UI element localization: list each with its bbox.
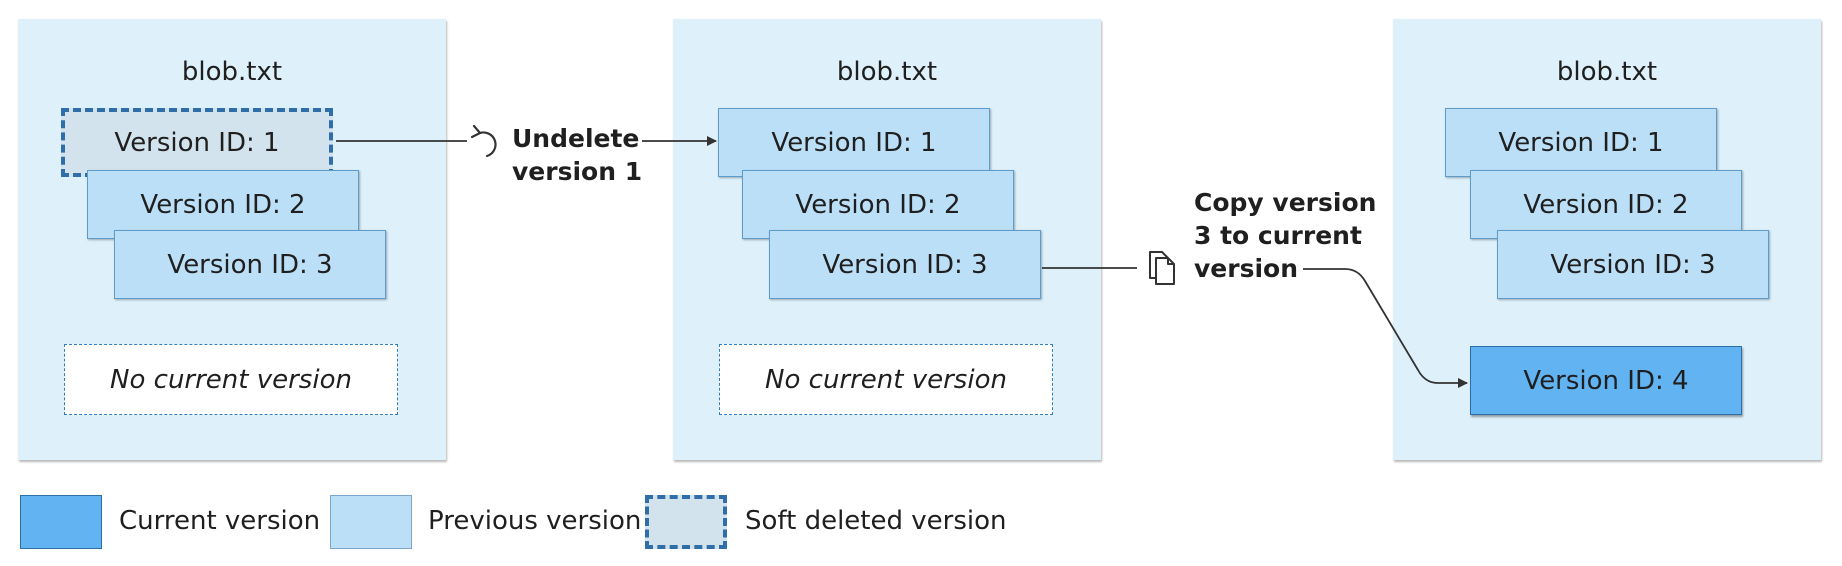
legend-label-current: Current version — [119, 506, 321, 536]
legend-swatch-previous — [330, 495, 412, 549]
version-box-4-current: Version ID: 4 — [1470, 346, 1742, 415]
legend-label-soft-deleted: Soft deleted version — [745, 506, 1007, 536]
version-box-2-previous: Version ID: 2 — [87, 170, 359, 239]
panel-title: blob.txt — [836, 57, 938, 87]
panel-title: blob.txt — [181, 57, 283, 87]
legend-swatch-current — [20, 495, 102, 549]
copy-arrow — [1303, 268, 1468, 388]
version-box-2-previous: Version ID: 2 — [1470, 170, 1742, 239]
legend-label-previous: Previous version — [428, 506, 642, 536]
undo-arrow-icon — [470, 124, 497, 158]
no-current-version-placeholder: No current version — [64, 344, 398, 415]
version-box-1-previous: Version ID: 1 — [1445, 108, 1717, 177]
panel-initial-state: blob.txt Version ID: 1 Version ID: 2 Ver… — [18, 19, 446, 460]
version-box-1-previous: Version ID: 1 — [718, 108, 990, 177]
version-box-2-previous: Version ID: 2 — [742, 170, 1014, 239]
panel-after-undelete: blob.txt Version ID: 1 Version ID: 2 Ver… — [673, 19, 1101, 460]
panel-title: blob.txt — [1556, 57, 1658, 87]
version-box-3-previous: Version ID: 3 — [114, 230, 386, 299]
copy-label: Copy version 3 to current version — [1194, 188, 1377, 283]
legend-swatch-soft-deleted — [645, 495, 727, 549]
undelete-label: Undelete version 1 — [512, 124, 643, 186]
version-box-3-previous: Version ID: 3 — [769, 230, 1041, 299]
no-current-version-placeholder: No current version — [719, 344, 1053, 415]
version-box-3-previous: Version ID: 3 — [1497, 230, 1769, 299]
copy-document-icon — [1149, 251, 1175, 285]
